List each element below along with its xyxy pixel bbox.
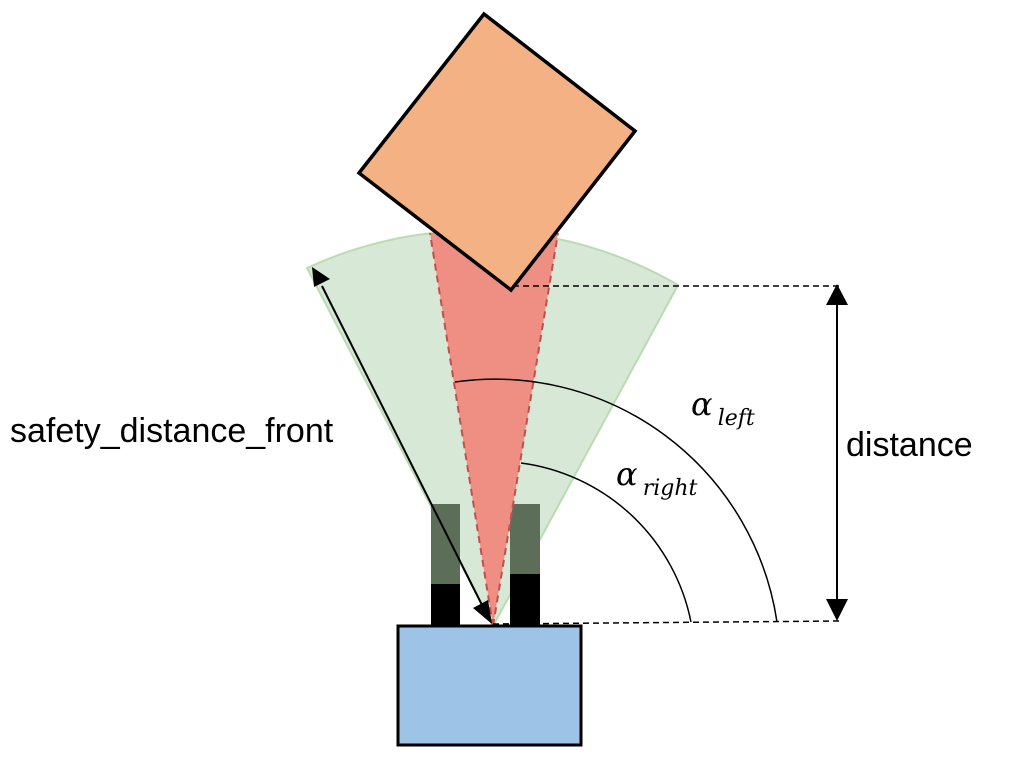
alpha-right-label: α right [616,455,698,501]
safety-distance-front-label: safety_distance_front [10,412,334,450]
alpha-left-subscript: left [718,406,755,431]
distance-label: distance [846,426,973,464]
alpha-left-label: α left [691,385,755,431]
alpha-right-symbol: α [616,455,638,493]
distance-arrowhead-top [826,284,848,305]
alpha-left-symbol: α [691,385,713,423]
alpha-right-subscript: right [643,476,698,501]
cone-left-edge [429,232,494,627]
safety-distance-arrowhead-top [312,267,330,287]
safety-distance-arrowhead-bottom [473,600,492,624]
safety-distance-arrow-line [321,285,484,608]
right-pillar-overlay [510,504,540,574]
cone-right-edge [492,232,559,627]
alpha-left-arc [454,378,778,623]
reference-line-bottom [492,620,841,625]
alpha-right-arc [520,462,692,623]
robot-body [396,624,583,747]
obstacle [356,11,638,293]
distance-arrowhead-bottom [826,599,848,621]
left-pillar-overlay [431,504,460,584]
detection-cone [430,233,558,626]
